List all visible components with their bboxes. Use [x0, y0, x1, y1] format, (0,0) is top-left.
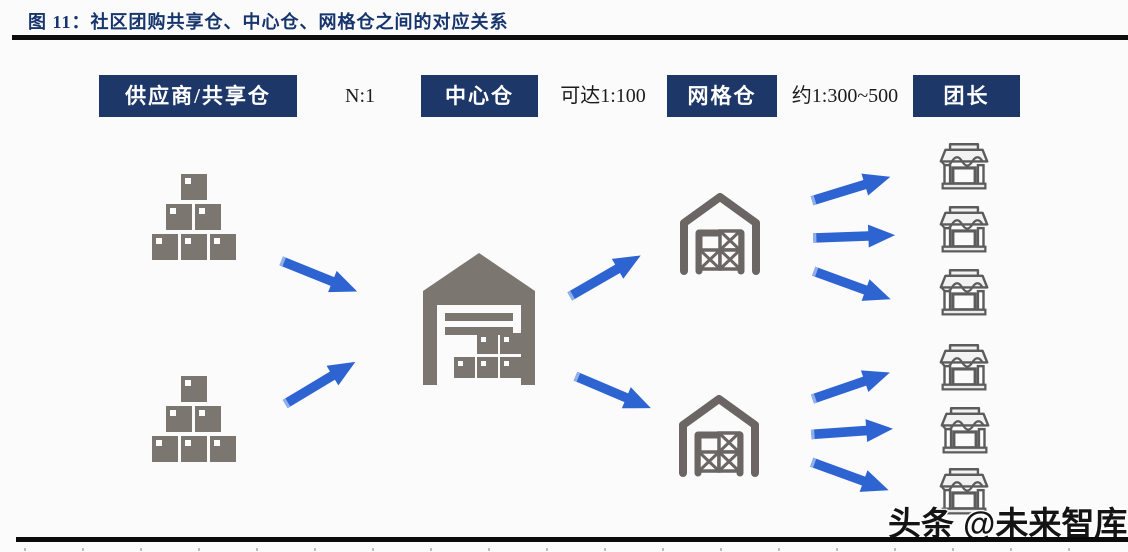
flow-arrow-icon: [570, 363, 659, 423]
flow-arrow-icon: [808, 358, 897, 413]
flow-arrow-icon: [810, 414, 896, 449]
flow-arrow-icon: [562, 242, 649, 309]
flow-arrow-icon: [808, 162, 897, 214]
storefront-icon: [938, 343, 990, 393]
warehouse-solid-icon: [415, 251, 543, 385]
ratio-supplier-to-central: N:1: [345, 85, 375, 107]
ratio-grid-to-leader: 约1:300~500: [791, 85, 899, 107]
boxes-stack-icon: [152, 174, 236, 262]
node-central-warehouse: 中心仓: [421, 75, 538, 117]
flow-arrow-icon: [813, 221, 898, 253]
node-group-leader: 团长: [913, 75, 1020, 117]
warehouse-outline-icon: [673, 391, 765, 477]
flow-arrow-icon: [278, 348, 365, 416]
flow-arrow-icon: [276, 247, 365, 305]
ratio-central-to-grid: 可达1:100: [560, 85, 646, 107]
boxes-stack-icon: [152, 376, 236, 464]
node-grid-warehouse: 网格仓: [667, 75, 777, 117]
storefront-icon: [939, 406, 991, 456]
bottom-divider-rule: [16, 537, 1128, 542]
figure-number-label: 图 11：: [28, 12, 91, 32]
storefront-icon: [938, 268, 990, 318]
watermark-text: 头条 @未来智库: [888, 505, 1128, 542]
flow-arrow-icon: [807, 449, 896, 505]
storefront-icon: [938, 205, 990, 255]
title-divider-rule: [12, 35, 1128, 40]
node-supplier-shared-warehouse: 供应商/共享仓: [99, 75, 297, 117]
warehouse-outline-icon: [674, 189, 766, 275]
flow-arrow-icon: [809, 258, 898, 314]
storefront-icon: [938, 142, 990, 192]
figure-title: 图 11：社区团购共享仓、中心仓、网格仓之间的对应关系: [28, 8, 509, 34]
clipped-source-text-row: [24, 548, 1104, 551]
figure-title-text: 社区团购共享仓、中心仓、网格仓之间的对应关系: [90, 12, 509, 32]
